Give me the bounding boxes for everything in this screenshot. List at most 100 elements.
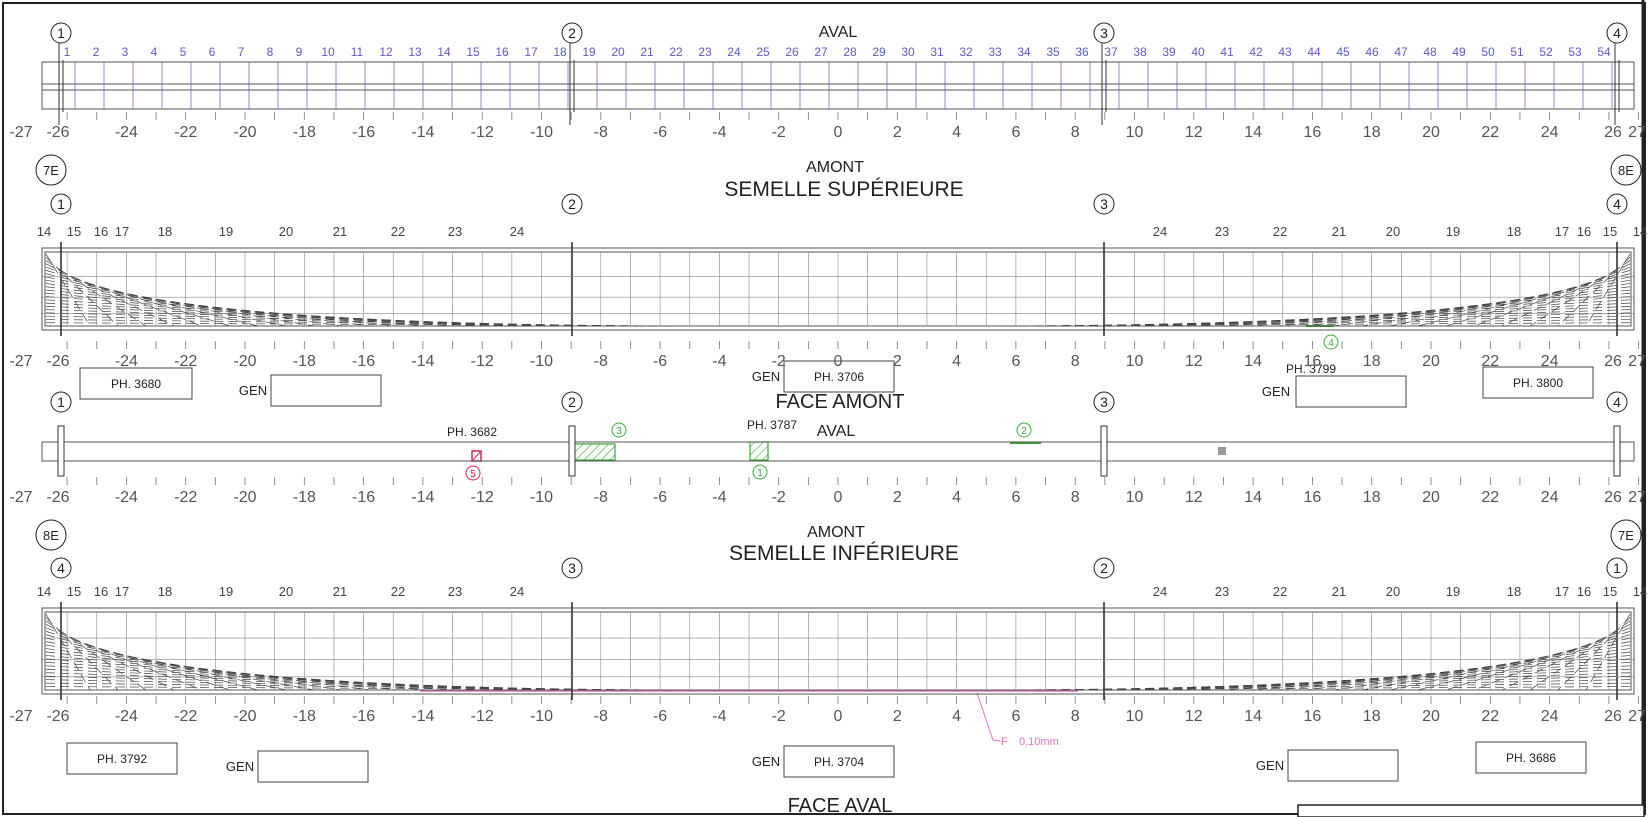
ruler-lower-flange-label: 27 (1628, 708, 1646, 725)
photo-ref-3686: PH. 3686 (1506, 751, 1556, 765)
lower-flange-strand-right (1557, 617, 1631, 691)
title-block (1297, 804, 1645, 817)
title-amont-2: AMONT (807, 524, 865, 541)
defect-5-marker (465, 465, 481, 481)
ruler-top-label: -6 (653, 124, 667, 141)
upper-flange-axis-marker (561, 193, 583, 215)
defect-5-label: 5 (470, 469, 476, 480)
upper-flange-strand-label-right: 18 (1507, 224, 1521, 239)
upper-flange-strand-right (1333, 283, 1631, 327)
photo-ref-3787: PH. 3787 (747, 418, 797, 432)
ruler-face-amont-label: -8 (594, 489, 608, 506)
axis-marker-top-label: 4 (1613, 25, 1621, 41)
ruler-upper-flange-label: 18 (1363, 353, 1381, 370)
ruler-upper-flange-label: 2 (893, 353, 902, 370)
lower-flange-strand-left (45, 682, 651, 691)
ruler-upper-flange-label: -20 (233, 353, 256, 370)
upper-flange-strand-label-right: 23 (1215, 224, 1229, 239)
ruler-top-label: -8 (594, 124, 608, 141)
face-amont-axis-marker (1093, 391, 1115, 413)
ruler-face-amont-label: -2 (772, 489, 786, 506)
panel-number: 8 (267, 45, 274, 59)
ruler-lower-flange-label: -2 (772, 708, 786, 725)
gen-box-3 (1295, 375, 1407, 408)
ruler-top-label: 16 (1304, 124, 1322, 141)
ruler-face-amont-label: -12 (471, 489, 494, 506)
panel-number: 25 (756, 45, 770, 59)
photo-box-3800 (1482, 366, 1594, 399)
ruler-upper-flange-label: -24 (115, 353, 138, 370)
ruler-upper-flange-label: 10 (1126, 353, 1144, 370)
lower-flange-axis-marker-label: 2 (1100, 560, 1108, 576)
panel-number: 28 (843, 45, 857, 59)
lower-flange-strand-label-left: 14 (37, 584, 51, 599)
upper-flange-strand-right (1361, 279, 1631, 327)
ruler-face-amont-label: -18 (293, 489, 316, 506)
upper-flange-strand-label-right: 17 (1555, 224, 1569, 239)
ruler-top-label: 26 (1604, 124, 1622, 141)
gen-label-3: GEN (1262, 384, 1290, 399)
ruler-lower-flange-label: -14 (411, 708, 434, 725)
ruler-lower-flange-label: 26 (1604, 708, 1622, 725)
lower-flange-strand-left (45, 627, 203, 691)
defect-1-patch (749, 441, 769, 461)
ruler-upper-flange-label: -16 (352, 353, 375, 370)
lower-flange-strand-right (997, 686, 1631, 691)
ruler-top-label: -4 (712, 124, 726, 141)
upper-flange-strand-left (45, 302, 511, 327)
panel-number: 6 (209, 45, 216, 59)
panel-number: 49 (1452, 45, 1466, 59)
gen-label-6: GEN (1256, 758, 1284, 773)
upper-flange-axis-marker-label: 1 (57, 196, 65, 212)
ruler-upper-flange-label: 8 (1071, 353, 1080, 370)
lower-flange-strand-label-left: 15 (67, 584, 81, 599)
ruler-top-label: 2 (893, 124, 902, 141)
ruler-face-amont-label: 26 (1604, 489, 1622, 506)
upper-flange-strand-left (45, 279, 315, 327)
gen-label-1: GEN (239, 383, 267, 398)
photo-ref-3680: PH. 3680 (111, 377, 161, 391)
ruler-lower-flange-label: 0 (834, 708, 843, 725)
panel-number: 7 (238, 45, 245, 59)
upper-flange-strand-right (1557, 257, 1631, 327)
panel-number: 4 (151, 45, 158, 59)
panel-number: 44 (1307, 45, 1321, 59)
ruler-upper-flange-label: -12 (471, 353, 494, 370)
ruler-top-label: -12 (471, 124, 494, 141)
defect-4-marker (1323, 334, 1339, 350)
title-face-amont: FACE AMONT (776, 391, 905, 413)
upper-flange-axis-marker-label: 4 (1613, 196, 1621, 212)
ruler-lower-flange-label: -20 (233, 708, 256, 725)
ruler-lower-flange-label: 22 (1481, 708, 1499, 725)
upper-flange-strand-label-left: 14 (37, 224, 51, 239)
upper-flange-strand-label-right: 22 (1273, 224, 1287, 239)
face-amont-stiffener (568, 425, 576, 477)
panel-number: 17 (524, 45, 538, 59)
panel-number: 15 (466, 45, 480, 59)
panel-number: 37 (1104, 45, 1118, 59)
panel-number: 11 (351, 45, 364, 59)
end-marker-left-top (35, 154, 67, 186)
upper-flange-strand-label-right: 14 (1633, 224, 1647, 239)
ruler-upper-flange-label: -14 (411, 353, 434, 370)
defect-2-marker (1016, 422, 1032, 438)
defect-1-label: 1 (757, 468, 763, 479)
ruler-lower-flange-label: -6 (653, 708, 667, 725)
lower-flange-strand-right (1109, 672, 1631, 691)
lower-flange-strand-label-right: 21 (1332, 584, 1346, 599)
upper-flange-strand-label-right: 15 (1603, 224, 1617, 239)
ruler-face-amont-label: -20 (233, 489, 256, 506)
panel-number: 46 (1365, 45, 1379, 59)
ruler-top-label: -18 (293, 124, 316, 141)
ruler-top-label: 4 (952, 124, 961, 141)
ruler-top-label: 10 (1126, 124, 1144, 141)
axis-marker-top (1606, 22, 1628, 44)
ruler-top-label: 8 (1071, 124, 1080, 141)
upper-flange-strand-left (45, 319, 651, 327)
gen-box-4 (257, 750, 369, 783)
face-amont-axis-marker (561, 391, 583, 413)
panel-number: 2 (93, 45, 100, 59)
upper-flange-strand-right (1445, 270, 1631, 327)
